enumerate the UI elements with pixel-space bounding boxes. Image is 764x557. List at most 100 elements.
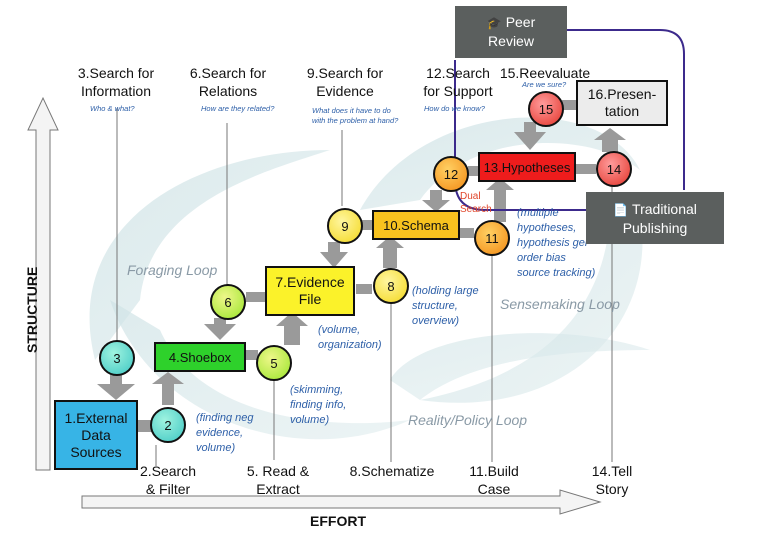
step-9-circle: 9 <box>327 208 363 244</box>
step-11-circle: 11 <box>474 220 510 256</box>
note-step-11-line4: order bias <box>517 252 566 264</box>
step-5-label: 5. Read & Extract <box>236 462 320 498</box>
step-6-note: How are they related? <box>201 104 275 113</box>
step-11-line2: Case <box>477 481 511 497</box>
reality-loop-label: Reality/Policy Loop <box>408 412 528 428</box>
note-step-8-line1: (holding large <box>412 285 479 297</box>
evidence-file-box: 7.Evidence File <box>265 266 355 316</box>
step-8-label: 8.Schematize <box>342 462 442 480</box>
step-3-label: 3.Search for Information <box>66 64 166 100</box>
note-step-5-line3: volume) <box>290 414 330 426</box>
note-step-11: (multiple hypotheses, hypothesis ger ord… <box>517 206 595 281</box>
step-15-note: Are we sure? <box>522 80 567 89</box>
note-step-8-line3: overview) <box>412 315 460 327</box>
step-2-line2: & Filter <box>145 481 191 497</box>
evidence-line1: 7.Evidence <box>275 274 345 290</box>
external-line2: Data <box>81 426 111 443</box>
sensemaking-loop-label: Sensemaking Loop <box>500 296 620 312</box>
effort-axis-arrow <box>81 489 602 515</box>
step-12-line2: for Support <box>423 83 493 99</box>
shoebox-box: 4.Shoebox <box>154 342 246 372</box>
foraging-swirl <box>89 150 331 360</box>
step-9-line1: 9.Search for <box>306 65 384 81</box>
step-8-line1: 8.Schematize <box>349 463 435 479</box>
step-8-circle: 8 <box>373 268 409 304</box>
step-12-label: 12.Search for Support <box>408 64 508 100</box>
step-15-line1: 15.Reevaluate <box>499 65 591 81</box>
evidence-line2: File <box>298 291 322 307</box>
note-step-2-line1: (finding neg <box>196 412 254 424</box>
note-step-7-line2: organization) <box>318 339 382 351</box>
schema-box: 10.Schema <box>372 210 460 240</box>
step-5-circle: 5 <box>256 345 292 381</box>
dual-search-line1: Dual <box>460 191 481 202</box>
structure-axis-arrow <box>27 96 59 471</box>
step-9-line2: Evidence <box>316 83 374 99</box>
peer-review-outline <box>455 29 685 190</box>
traditional-publishing-button[interactable]: 📄Traditional Publishing <box>586 192 724 244</box>
step-5-line1: 5. Read & <box>246 463 310 479</box>
note-step-11-line3: hypothesis ger <box>517 237 589 249</box>
note-step-7: (volume, organization) <box>318 323 382 353</box>
step-9-label: 9.Search for Evidence <box>295 64 395 100</box>
step-15-label: 15.Reevaluate <box>497 64 593 82</box>
note-step-5-line2: finding info, <box>290 399 347 411</box>
presentation-box: 16.Presen- tation <box>576 80 668 126</box>
peer-review-line1: Peer <box>505 14 536 30</box>
external-data-sources-box: 1.External Data Sources <box>54 400 138 470</box>
step-6-line2: Relations <box>198 83 258 99</box>
step-3-circle: 3 <box>99 340 135 376</box>
step-14-label: 14.Tell Story <box>580 462 644 498</box>
step-5-line2: Extract <box>256 481 300 497</box>
step-14-line1: 14.Tell <box>591 463 633 479</box>
step-9-note-line2: with the problem at hand? <box>312 116 399 125</box>
note-step-5: (skimming, finding info, volume) <box>290 383 346 428</box>
note-step-11-line5: source tracking) <box>517 267 596 279</box>
hypotheses-box: 13.Hypotheses <box>478 152 576 182</box>
presentation-line2: tation <box>604 103 640 119</box>
note-step-2: (finding neg evidence, volume) <box>196 411 254 456</box>
step-3-line2: Information <box>80 83 152 99</box>
step-2-circle: 2 <box>150 407 186 443</box>
step-3-line1: 3.Search for <box>77 65 155 81</box>
step-11-label: 11.Build Case <box>456 462 532 498</box>
step-9-note: What does it have to do with the problem… <box>312 106 398 126</box>
step-14-line2: Story <box>595 481 629 497</box>
peer-review-line2: Review <box>488 33 534 49</box>
step-6-circle: 6 <box>210 284 246 320</box>
traditional-line1: Traditional <box>632 201 697 217</box>
external-line1: 1.External <box>64 409 128 426</box>
step-11-line1: 11.Build <box>469 463 519 479</box>
document-icon: 📄 <box>613 203 629 217</box>
step-3-note: Who & what? <box>90 104 135 113</box>
note-step-8: (holding large structure, overview) <box>412 284 479 329</box>
step-14-circle: 14 <box>596 151 632 187</box>
note-step-11-line2: hypotheses, <box>517 222 577 234</box>
note-step-5-line1: (skimming, <box>290 384 344 396</box>
step-12-line1: 12.Search <box>426 65 490 81</box>
step-15-circle: 15 <box>528 91 564 127</box>
note-dual-search: Dual Search <box>460 190 492 216</box>
note-step-11-line1: (multiple <box>517 207 559 219</box>
foraging-loop-label: Foraging Loop <box>127 262 218 278</box>
note-step-7-line1: (volume, <box>318 324 361 336</box>
structure-axis-label: STRUCTURE <box>24 266 40 353</box>
step-12-circle: 12 <box>433 156 469 192</box>
note-step-2-line2: evidence, <box>196 427 244 439</box>
presentation-line1: 16.Presen- <box>587 86 657 102</box>
reality-swirl <box>390 333 650 400</box>
step-12-note: How do we know? <box>424 104 485 113</box>
peer-review-button[interactable]: 🎓Peer Review <box>455 6 567 58</box>
step-2-line1: 2.Search <box>139 463 197 479</box>
step-6-label: 6.Search for Relations <box>178 64 278 100</box>
step-6-line1: 6.Search for <box>189 65 267 81</box>
scholar-icon: 🎓 <box>486 16 502 30</box>
sensemaking-swirl-lower <box>420 210 643 403</box>
note-step-8-line2: structure, <box>412 300 458 312</box>
traditional-line2: Publishing <box>622 220 688 236</box>
effort-axis-label: EFFORT <box>310 513 366 529</box>
external-line3: Sources <box>70 443 122 460</box>
step-9-note-line1: What does it have to do <box>312 106 391 115</box>
step-2-label: 2.Search & Filter <box>126 462 210 498</box>
